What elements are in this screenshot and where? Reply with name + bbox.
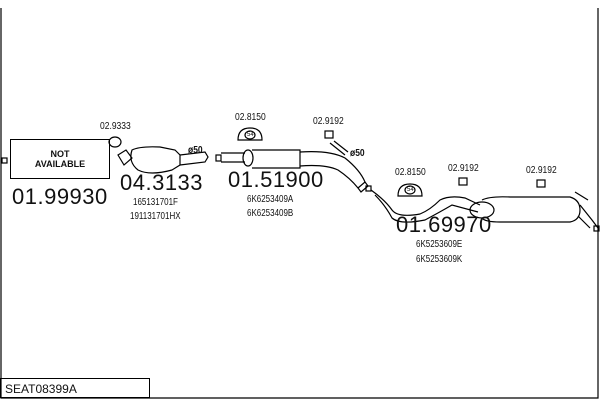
rubber-mount-icon-1 bbox=[324, 130, 334, 139]
not-available-line2: AVAILABLE bbox=[34, 159, 86, 169]
diameter-label: ø50 bbox=[350, 148, 365, 159]
rubber-mount-icon-2 bbox=[458, 177, 468, 186]
accessory-number[interactable]: 02.8150 bbox=[235, 112, 266, 123]
catalytic-converter bbox=[117, 146, 209, 174]
hanger-badge: 54 bbox=[247, 132, 254, 138]
rubber-mount-icon-3 bbox=[536, 179, 546, 188]
accessory-number[interactable]: 02.9192 bbox=[526, 165, 557, 176]
middle-pipe bbox=[215, 140, 369, 193]
part-number[interactable]: 01.99930 bbox=[12, 184, 108, 209]
accessory-number[interactable]: 02.8150 bbox=[395, 167, 426, 178]
part-number[interactable]: 04.3133 bbox=[120, 170, 204, 195]
accessory-number[interactable]: 02.9192 bbox=[448, 163, 479, 174]
hanger-icon-2 bbox=[397, 183, 423, 197]
hanger-badge: 54 bbox=[407, 187, 414, 193]
part-number[interactable]: 01.69970 bbox=[396, 212, 492, 237]
accessory-number[interactable]: 02.9192 bbox=[313, 116, 344, 127]
front-connector bbox=[1, 157, 8, 164]
oe-reference: 165131701F bbox=[133, 197, 178, 208]
not-available-box: NOT AVAILABLE bbox=[10, 139, 110, 179]
diameter-label: ø50 bbox=[188, 145, 203, 156]
frame-border bbox=[0, 8, 599, 399]
oe-reference: 6K6253409A bbox=[247, 194, 294, 205]
not-available-line1: NOT bbox=[50, 149, 70, 159]
ring-icon bbox=[108, 136, 122, 148]
hanger-icon-1 bbox=[237, 127, 263, 141]
oe-reference: 191131701HX bbox=[130, 211, 181, 222]
part-number[interactable]: 01.51900 bbox=[228, 167, 324, 192]
rear-silencer bbox=[365, 185, 600, 232]
oe-reference: 6K5253609E bbox=[416, 239, 463, 250]
diagram-code: SEAT08399A bbox=[0, 378, 150, 398]
accessory-number[interactable]: 02.9333 bbox=[100, 121, 131, 132]
oe-reference: 6K6253409B bbox=[247, 208, 294, 219]
oe-reference: 6K5253609K bbox=[416, 254, 463, 265]
